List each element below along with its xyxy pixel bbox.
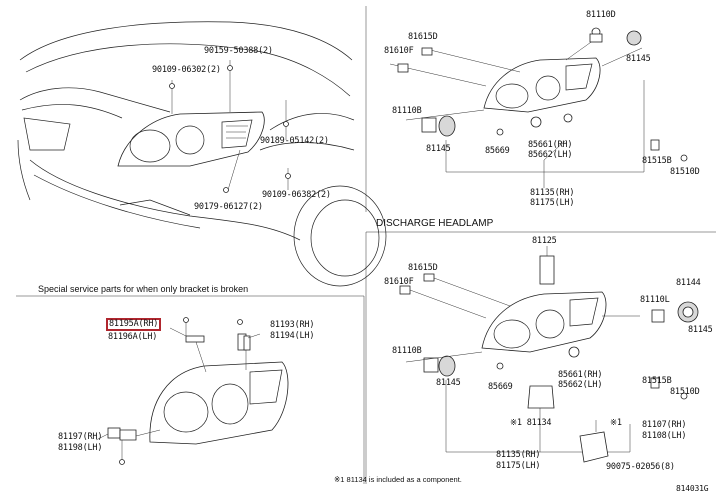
callout-81194[interactable]: 81194(LH) — [270, 331, 315, 341]
callout-81144[interactable]: 81144 — [676, 278, 701, 288]
car-front-illustration — [17, 21, 387, 287]
callout-90179-06127[interactable]: 90179-06127(2) — [194, 202, 263, 212]
callout-81175[interactable]: 81175(LH) — [530, 198, 575, 208]
note-mark: ※1 — [610, 418, 622, 428]
callout-81107[interactable]: 81107(RH) — [642, 420, 687, 430]
callout-85661[interactable]: 85661(RH) — [528, 140, 573, 150]
callout-85669[interactable]: 85669 — [485, 146, 510, 156]
callout-90075-02056[interactable]: 90075-02056(8) — [606, 462, 675, 472]
callout-81145-left-dis[interactable]: 81145 — [436, 378, 461, 388]
discharge-headlamp-title: DISCHARGE HEADLAMP — [376, 218, 494, 229]
callout-81145-left[interactable]: 81145 — [426, 144, 451, 154]
callout-85661-dis[interactable]: 85661(RH) — [558, 370, 603, 380]
callout-81110D[interactable]: 81110D — [586, 10, 616, 20]
callout-81110B-dis[interactable]: 81110B — [392, 346, 422, 356]
callout-81125[interactable]: 81125 — [532, 236, 557, 246]
callout-81110B[interactable]: 81110B — [392, 106, 422, 116]
callout-90159-50388[interactable]: 90159-50388(2) — [204, 46, 273, 56]
callout-81510D-dis[interactable]: 81510D — [670, 387, 700, 397]
callout-81193[interactable]: 81193(RH) — [270, 320, 315, 330]
callout-85669-dis[interactable]: 85669 — [488, 382, 513, 392]
callout-90109-06382[interactable]: 90109-06382(2) — [262, 190, 331, 200]
callout-85662[interactable]: 85662(LH) — [528, 150, 573, 160]
discharge-headlamp-illustration — [399, 246, 699, 463]
callout-85662-dis[interactable]: 85662(LH) — [558, 380, 603, 390]
special-parts-illustration — [95, 317, 289, 465]
callout-81110L[interactable]: 81110L — [640, 295, 670, 305]
callout-81510D[interactable]: 81510D — [670, 167, 700, 177]
callout-81610F[interactable]: 81610F — [384, 46, 414, 56]
callout-81135-dis[interactable]: 81135(RH) — [496, 450, 541, 460]
special-parts-title: Special service parts for when only brac… — [38, 284, 249, 294]
callout-81610F-dis[interactable]: 81610F — [384, 277, 414, 287]
callout-81175-dis[interactable]: 81175(LH) — [496, 461, 541, 471]
footnote: ※1 81134 is included as a component. — [334, 475, 462, 484]
callout-81515B-dis[interactable]: 81515B — [642, 376, 672, 386]
callout-81196A[interactable]: 81196A(LH) — [108, 332, 158, 342]
callout-81515B[interactable]: 81515B — [642, 156, 672, 166]
callout-81108[interactable]: 81108(LH) — [642, 431, 687, 441]
callout-81195A-highlighted[interactable]: 81195A(RH) — [106, 318, 162, 331]
figure-id: 814031G — [676, 484, 709, 493]
callout-81145-right-dis[interactable]: 81145 — [688, 325, 713, 335]
callout-90109-06302[interactable]: 90109-06302(2) — [152, 65, 221, 75]
callout-81145-top[interactable]: 81145 — [626, 54, 651, 64]
standard-headlamp-illustration — [389, 27, 688, 188]
callout-81135[interactable]: 81135(RH) — [530, 188, 575, 198]
callout-81198[interactable]: 81198(LH) — [58, 443, 103, 453]
callout-81615D[interactable]: 81615D — [408, 32, 438, 42]
callout-90189-05142[interactable]: 90189-05142(2) — [260, 136, 329, 146]
callout-81197[interactable]: 81197(RH) — [58, 432, 103, 442]
callout-81615D-dis[interactable]: 81615D — [408, 263, 438, 273]
section-frames — [16, 6, 716, 484]
callout-81134[interactable]: ※1 81134 — [510, 418, 552, 428]
